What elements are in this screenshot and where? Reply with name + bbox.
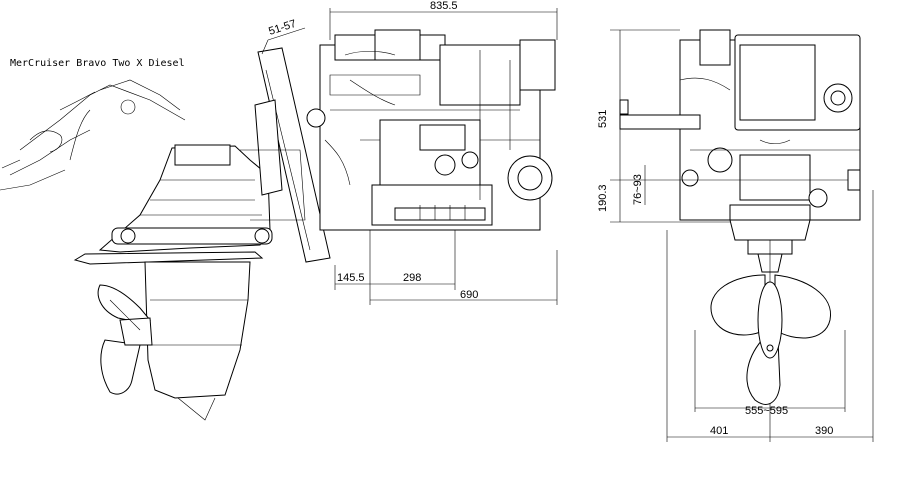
side-engine-block (306, 29, 556, 231)
dim-right-label: 390 (815, 425, 833, 437)
dim-side-bottom: 145.5 298 690 (334, 230, 558, 305)
sterndrive-upper (98, 99, 306, 253)
dim-front-heights: 531 190.3 76~93 (597, 29, 730, 223)
anti-ventilation-plate (73, 251, 264, 265)
dim-overall-length: 835.5 (329, 0, 558, 40)
drawing-title: MerCruiser Bravo Two X Diesel (10, 58, 185, 69)
dim-front-widths: 401 390 (666, 190, 874, 442)
dim-prop-diameter: 555~595 (694, 330, 846, 417)
dim-left-label: 401 (710, 425, 728, 437)
dim-prop-label: 555~595 (745, 405, 788, 417)
boat-hull-outline (0, 79, 186, 191)
side-view: 51-57 (0, 0, 558, 421)
dim-a-label: 145.5 (337, 272, 365, 284)
dim-angle-label: 51-57 (267, 18, 297, 38)
dim-top-label: 835.5 (430, 0, 458, 12)
side-propeller (97, 284, 153, 395)
gearcase (144, 261, 251, 421)
front-view: 531 190.3 76~93 555~595 401 390 (597, 29, 874, 442)
angle-dimension: 51-57 (261, 18, 306, 55)
dim-height-upper-label: 531 (597, 110, 609, 128)
front-engine-block (619, 29, 861, 221)
dim-offset-label: 76~93 (632, 174, 644, 205)
dim-c-label: 690 (460, 289, 478, 301)
front-propeller (710, 274, 831, 405)
dim-b-label: 298 (403, 272, 421, 284)
dim-height-lower-label: 190.3 (597, 184, 609, 212)
